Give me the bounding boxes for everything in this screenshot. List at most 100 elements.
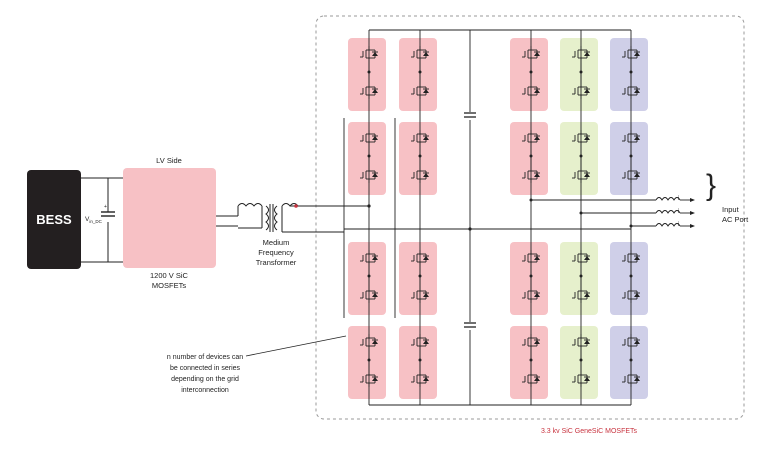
lv-caption-line2: MOSFETs xyxy=(152,281,186,290)
vin-dc-label: Vin_DC xyxy=(85,216,103,224)
diode-body xyxy=(634,377,640,381)
hv-module xyxy=(560,326,598,399)
mosfet-symbol xyxy=(622,83,640,99)
diode-body xyxy=(534,293,540,297)
diode-body xyxy=(423,173,429,177)
junction-dot xyxy=(579,211,583,215)
mosfet-symbol xyxy=(572,334,590,350)
mosfet-symbol xyxy=(360,371,378,387)
diode-body xyxy=(584,173,590,177)
diode-body xyxy=(584,52,590,56)
hv-module xyxy=(348,242,386,315)
hv-module xyxy=(510,326,548,399)
hv-caption: 3.3 kv SiC GeneSiC MOSFETs xyxy=(541,428,638,435)
mosfet-symbol xyxy=(360,46,378,62)
current-label-2: i xyxy=(678,209,679,215)
bess-block xyxy=(27,170,81,269)
diode-body xyxy=(634,136,640,140)
junction-dot xyxy=(629,224,633,228)
mosfet-symbol xyxy=(572,46,590,62)
diode-body xyxy=(584,256,590,260)
transformer-label-line2: Frequency xyxy=(258,248,294,257)
annotation-leader xyxy=(245,335,347,357)
mosfet-symbol xyxy=(522,130,540,146)
diode-body xyxy=(634,293,640,297)
diode-body xyxy=(634,340,640,344)
output-brace: } xyxy=(706,169,716,202)
hv-section-boundary xyxy=(315,15,745,420)
diode-body xyxy=(372,377,378,381)
mosfet-symbol xyxy=(411,371,429,387)
hv-module xyxy=(610,38,648,111)
mosfet-symbol xyxy=(411,250,429,266)
hv-module xyxy=(348,326,386,399)
mosfet-symbol xyxy=(360,334,378,350)
hv-module xyxy=(510,122,548,195)
hv-module xyxy=(610,326,648,399)
mosfet-symbol xyxy=(522,46,540,62)
hv-module xyxy=(610,122,648,195)
diode-body xyxy=(423,377,429,381)
diode-body xyxy=(584,293,590,297)
hv-module xyxy=(399,326,437,399)
lv-caption-line1: 1200 V SiC xyxy=(150,271,189,280)
mosfet-symbol xyxy=(572,130,590,146)
diode-body xyxy=(372,173,378,177)
mosfet-symbol xyxy=(622,46,640,62)
mosfet-symbol xyxy=(572,371,590,387)
hv-module xyxy=(399,122,437,195)
diode-body xyxy=(372,52,378,56)
mosfet-symbol xyxy=(522,167,540,183)
diode-body xyxy=(534,173,540,177)
diode-body xyxy=(534,52,540,56)
mosfet-symbol xyxy=(622,371,640,387)
mosfet-symbol xyxy=(411,46,429,62)
cap-gap xyxy=(462,322,478,330)
diode-body xyxy=(423,89,429,93)
diode-body xyxy=(584,340,590,344)
polarity-dot xyxy=(294,204,298,208)
mosfet-symbol xyxy=(360,83,378,99)
hv-module xyxy=(610,242,648,315)
mosfet-symbol xyxy=(360,250,378,266)
mosfet-symbol xyxy=(360,167,378,183)
capacitor-plus-sign: + xyxy=(104,204,107,210)
diode-body xyxy=(534,377,540,381)
mosfet-symbol xyxy=(572,250,590,266)
mosfet-symbol xyxy=(622,334,640,350)
output-label-line1: Input xyxy=(722,205,740,214)
diode-body xyxy=(584,136,590,140)
diode-body xyxy=(534,89,540,93)
hv-module xyxy=(510,38,548,111)
hv-module xyxy=(399,242,437,315)
mosfet-symbol xyxy=(572,287,590,303)
transformer-label-line1: Medium xyxy=(263,238,290,247)
ac-arrow xyxy=(690,211,695,215)
mosfet-symbol xyxy=(572,83,590,99)
diode-body xyxy=(423,136,429,140)
mosfet-symbol xyxy=(522,334,540,350)
lv-side-title: LV Side xyxy=(156,156,182,165)
hv-module xyxy=(560,242,598,315)
ac-inductor xyxy=(655,223,681,227)
hv-module xyxy=(560,122,598,195)
diode-body xyxy=(584,89,590,93)
mosfet-symbol xyxy=(522,287,540,303)
diode-body xyxy=(423,293,429,297)
ac-arrow xyxy=(690,198,695,202)
mosfet-symbol xyxy=(622,287,640,303)
mosfet-symbol xyxy=(411,287,429,303)
hv-module xyxy=(510,242,548,315)
mosfet-symbol xyxy=(572,167,590,183)
ac-arrow xyxy=(690,224,695,228)
mosfet-symbol xyxy=(411,167,429,183)
annotation-line4: interconnection xyxy=(181,387,229,394)
output-label-line2: AC Port xyxy=(722,215,749,224)
cap-gap xyxy=(462,112,478,120)
diode-body xyxy=(634,256,640,260)
mosfet-symbol xyxy=(411,334,429,350)
bess-label: BESS xyxy=(36,212,72,227)
mosfet-symbol xyxy=(522,250,540,266)
